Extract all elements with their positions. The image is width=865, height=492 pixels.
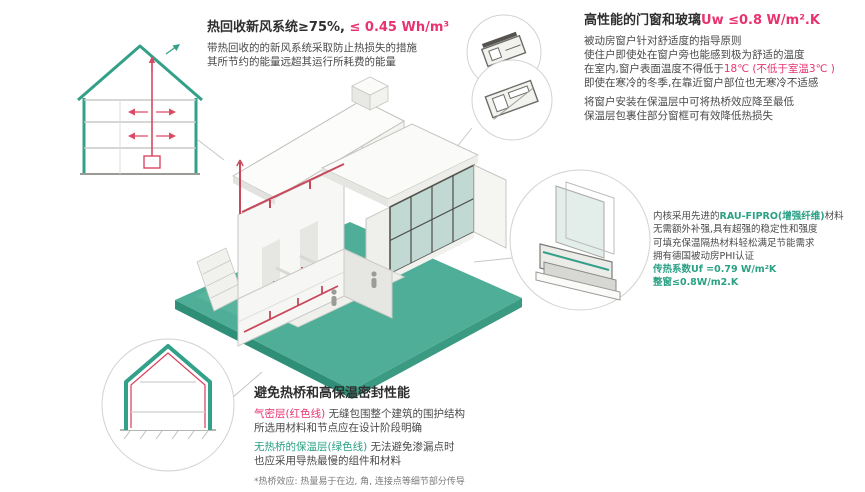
- person-figure: [331, 271, 377, 306]
- ground-platform: [175, 222, 522, 399]
- profile-uf-value: 传热系数Uf =0.79 W/m²K: [653, 264, 777, 276]
- profile-line1-suffix: 材料: [824, 211, 844, 222]
- thermal-airtight-label: 气密层(红色线): [254, 408, 326, 421]
- window-detail-circle-lower: [471, 59, 553, 141]
- windows-line3-temp: 18℃: [723, 62, 749, 75]
- heat-recovery-line1: 带热回收的的新风系统采取防止热损失的措施: [207, 42, 417, 55]
- thermal-line3-text: 无法避免渗漏点时: [367, 440, 455, 453]
- profile-line1-text: 内核采用先进的: [653, 211, 720, 222]
- thermal-body: 气密层(红色线) 无缝包围整个建筑的围护结构 所选用材料和节点应在设计阶段明确 …: [254, 408, 564, 488]
- windows-title-text: 高性能的门窗和玻璃: [584, 13, 702, 28]
- heat-recovery-line2: 其所节约的能量远超其运行所耗费的能量: [207, 56, 396, 69]
- profile-uw-value: 整窗≤0.8W/m2.K: [653, 277, 739, 289]
- profile-line4: 拥有德国被动房PHI认证: [653, 250, 755, 262]
- windows-title-value: Uw ≤0.8 W/m².K: [701, 13, 820, 28]
- windows-line6: 保温层包裹住部分窗框可有效降低热损失: [584, 109, 773, 122]
- basement-cutaway: [237, 248, 393, 347]
- windows-line5: 将窗户安装在保温层中可将热桥效应降至最低: [584, 95, 794, 108]
- windows-line3: 在室内,窗户表面温度不得低于18℃ (不低于室温3℃ ): [584, 63, 864, 77]
- thermal-insulation-label: 无热桥的保温层(绿色线): [254, 440, 368, 453]
- thermal-line2: 所选用材料和节点应在设计阶段明确: [254, 422, 422, 435]
- thermal-line1: 气密层(红色线) 无缝包围整个建筑的围护结构: [254, 408, 564, 422]
- windows-line3-note: (不低于室温3℃ ): [749, 62, 835, 75]
- thermal-text-block: 避免热桥和高保温密封性能 气密层(红色线) 无缝包围整个建筑的围护结构 所选用材…: [254, 386, 564, 489]
- windows-body: 被动房窗户针对舒适度的指导原则 使住户即使处在窗户旁也能感到极为舒适的温度 在室…: [584, 35, 864, 123]
- glass-facade: [365, 163, 507, 287]
- thermal-line1-text: 无缝包围整个建筑的围护结构: [325, 408, 466, 421]
- windows-text-block: 高性能的门窗和玻璃Uw ≤0.8 W/m².K 被动房窗户针对舒适度的指导原则 …: [584, 13, 864, 123]
- insulation-house-circle: [101, 338, 235, 472]
- heat-recovery-text-block: 热回收新风系统≥75%, ≤ 0.45 Wh/m³ 带热回收的的新风系统采取防止…: [207, 20, 462, 70]
- heat-recovery-title-value: ≤ 0.45 Wh/m³: [349, 20, 450, 35]
- thermal-line3: 无热桥的保温层(绿色线) 无法避免渗漏点时: [254, 441, 564, 455]
- heat-recovery-title: 热回收新风系统≥75%, ≤ 0.45 Wh/m³: [207, 20, 462, 36]
- heat-recovery-title-text: 热回收新风系统≥75%,: [207, 20, 350, 35]
- heat-recovery-body: 带热回收的的新风系统采取防止热损失的措施 其所节约的能量远超其运行所耗费的能量: [207, 42, 462, 70]
- ventilation-house-diagram-icon: [77, 44, 203, 175]
- thermal-line4: 也应采用导热最慢的组件和材料: [254, 454, 401, 467]
- windows-line2: 使住户即使处在窗户旁也能感到极为舒适的温度: [584, 49, 805, 62]
- profile-line1-material: RAU-FIPRO(增强纤维): [719, 211, 825, 222]
- profile-line3: 可填充保温隔热材料轻松满足节能需求: [653, 237, 815, 249]
- flat-roof-slab: [320, 123, 480, 207]
- window-profile-circle: [509, 169, 651, 311]
- windows-line1: 被动房窗户针对舒适度的指导原则: [584, 35, 742, 48]
- profile-line1: 内核采用先进的RAU-FIPRO(增强纤维)材料: [653, 210, 865, 223]
- basement-duct-line: [243, 285, 339, 333]
- windows-line3-text: 在室内,窗户表面温度不得低于: [584, 62, 724, 75]
- windows-line4: 即使在寒冷的冬季,在靠近窗户部位也无寒冷不适感: [584, 76, 819, 89]
- profile-line2: 无需额外补强,具有超强的稳定性和强度: [653, 224, 818, 236]
- ventilation-pipe: [236, 159, 345, 214]
- windows-title: 高性能的门窗和玻璃Uw ≤0.8 W/m².K: [584, 13, 864, 29]
- thermal-title: 避免热桥和高保温密封性能: [254, 386, 411, 401]
- insulation-layer-line: [124, 344, 212, 430]
- ventilation-duct-icon: [128, 44, 180, 169]
- thermal-footnote: *热桥效应: 热量易于在边, 角, 连接点等细节部分传导: [254, 476, 465, 487]
- passive-house-isometric: [175, 76, 522, 399]
- profile-text-block: 内核采用先进的RAU-FIPRO(增强纤维)材料 无需额外补强,具有超强的稳定性…: [653, 210, 865, 290]
- airtight-layer-line: [130, 352, 206, 428]
